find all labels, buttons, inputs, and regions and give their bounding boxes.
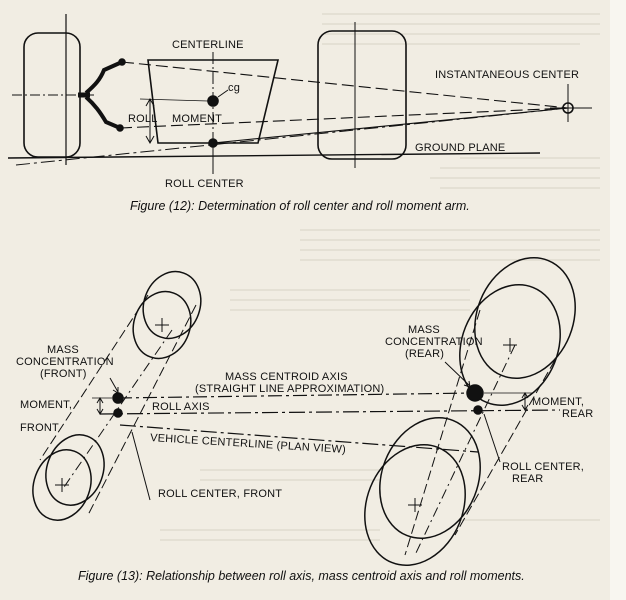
label-centerline: CENTERLINE [172,39,244,51]
front-upper-wheel-back [142,270,202,340]
label-roll-center-rear-2: REAR [512,473,543,485]
label-mass-front-3: (FRONT) [40,368,87,380]
label-moment-front-1: MOMENT, [20,399,72,411]
label-roll: ROLL [128,113,158,125]
rear-upper-wheel-back [474,257,576,379]
label-cg: cg [228,82,240,94]
roll-center-rear-marker [473,405,483,415]
front-lower-wheel [32,449,92,521]
label-moment: MOMENT [172,113,222,125]
vehicle-body [147,59,280,144]
label-mass-front-2: CONCENTRATION [16,356,114,368]
label-roll-center-front: ROLL CENTER, FRONT [158,488,282,500]
right-wheel [317,30,407,160]
label-centroid-axis-1: MASS CENTROID AXIS [225,371,348,383]
label-roll-center: ROLL CENTER [165,178,244,190]
front-upper-wheel [132,290,192,360]
ground-plane-line [7,152,541,159]
mass-concentration-rear [466,384,484,402]
label-vehicle-centerline: VEHICLE CENTERLINE (PLAN VIEW) [150,432,346,456]
mass-centroid-axis [117,392,476,399]
label-ground-plane: GROUND PLANE [415,142,505,154]
label-mass-rear-1: MASS [408,324,440,336]
label-moment-front-2: FRONT [20,422,59,434]
label-moment-rear-1: MOMENT, [532,396,584,408]
label-mass-rear-3: (REAR) [405,348,444,360]
figure-12-caption: Figure (12): Determination of roll cente… [130,199,470,213]
label-mass-rear-2: CONCENTRATION [385,336,483,348]
figure-13-caption: Figure (13): Relationship between roll a… [78,569,525,583]
mass-concentration-front [112,392,124,404]
roll-axis-line [99,409,561,415]
label-instantaneous-center: INSTANTANEOUS CENTER [435,69,579,81]
vehicle-centerline-line [119,424,479,453]
rear-upper-wheel [459,284,561,406]
label-mass-front-1: MASS [47,344,79,356]
label-roll-axis: ROLL AXIS [152,401,210,413]
label-moment-rear-2: REAR [562,408,593,420]
roll-center-front-marker [113,408,123,418]
front-lower-wheel-back [45,434,105,506]
label-centroid-axis-2: (STRAIGHT LINE APPROXIMATION) [195,383,384,395]
figure-12-drawing [7,14,592,174]
rear-lower-wheel-back [379,417,481,539]
figure-13-drawing [32,257,576,566]
label-roll-center-rear-1: ROLL CENTER, [502,461,584,473]
